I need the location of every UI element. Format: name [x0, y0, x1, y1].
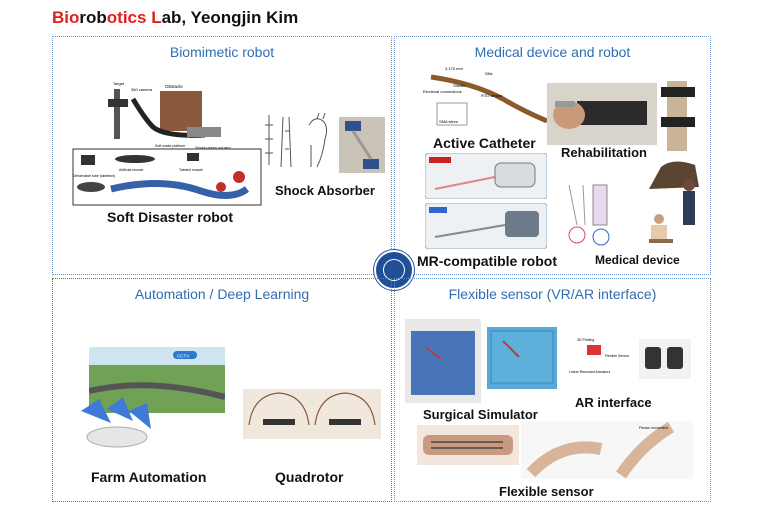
ar-interface-diagram: 3D Printing Flexible Sensor Linear Reson…	[569, 338, 630, 374]
header-l: L	[151, 8, 162, 27]
cat-skeleton-figure	[265, 112, 328, 168]
flexible-sensor-photo	[417, 425, 519, 465]
panel-automation: Automation / Deep Learning CCTV Farm Aut…	[52, 278, 392, 502]
fig-platform-label: Soft snake platform	[155, 144, 185, 148]
farm-automation-image: CCTV	[89, 347, 225, 413]
fig-twisted-label: Twisted muscle	[179, 168, 203, 172]
header-bio: Bio	[52, 8, 80, 27]
label-surgical-simulator: Surgical Simulator	[423, 407, 538, 422]
medical-device-sensors	[568, 184, 610, 246]
panel-flexible: Flexible sensor (VR/AR interface) Surgic…	[394, 278, 711, 502]
finger-flexion-photo: Flexion movement	[521, 421, 693, 479]
header-ab: ab	[161, 8, 182, 27]
gripper-image	[81, 397, 151, 448]
fig-dim-label: 3.175 mm	[445, 66, 463, 71]
fig-electrical-label: Electrical connections	[423, 89, 462, 94]
label-rehabilitation: Rehabilitation	[561, 145, 647, 160]
quadrotor-image	[243, 389, 381, 439]
panel-medical: Medical device and robot 3.175 mm Slits …	[394, 36, 711, 275]
fig-artificial-label: Artificial muscle	[119, 168, 143, 172]
panel-title-automation: Automation / Deep Learning	[134, 286, 310, 302]
fig-target-label: Target	[113, 81, 125, 86]
mr-robot-image-bottom	[425, 203, 547, 249]
medical-device-person	[649, 179, 695, 243]
header-author: , Yeongjin Kim	[181, 8, 299, 27]
mr-robot-image-top	[425, 153, 547, 199]
fig-tendon-label: Tendon driven actuator	[195, 146, 231, 150]
fig-actuators-label: Linear Resonant Actuators	[569, 370, 610, 374]
panel-title-biomimetic: Biomimetic robot	[169, 44, 275, 60]
label-mr-compatible: MR-compatible robot	[417, 253, 557, 269]
label-ar-interface: AR interface	[575, 395, 652, 410]
catheter-diagram: 3.175 mm Slits Electrical connections Sh…	[423, 66, 548, 126]
fig-flexion-label: Flexion movement	[639, 426, 668, 430]
fig-rtd-label: RTD sensor	[481, 93, 503, 98]
fig-cctv-label: CCTV	[177, 354, 189, 359]
ar-hand-photo	[639, 339, 691, 379]
panel-title-flexible: Flexible sensor (VR/AR interface)	[448, 286, 657, 302]
fig-flexsensor-label: Flexible Sensor	[605, 354, 630, 358]
shock-absorber-photo	[339, 117, 385, 173]
snake-robot-figure: Target 360 camera Obstacle Soft snake pl…	[108, 81, 231, 150]
label-shock-absorber: Shock Absorber	[275, 183, 375, 198]
label-flexible-sensor: Flexible sensor	[499, 484, 594, 499]
panel-biomimetic: Biomimetic robot Target 360 camera Obsta…	[52, 36, 392, 275]
label-active-catheter: Active Catheter	[433, 135, 536, 151]
label-soft-disaster: Soft Disaster robot	[107, 209, 234, 225]
header-rob: rob	[79, 8, 107, 27]
fig-sma-label: SMA wires	[439, 119, 458, 124]
fig-obstacle-label: Obstacle	[165, 84, 183, 89]
fig-printing-label: 3D Printing	[577, 338, 594, 342]
surgical-simulator-image	[405, 319, 481, 403]
fig-camera-label: 360 camera	[131, 87, 153, 92]
label-quadrotor: Quadrotor	[275, 469, 344, 485]
soft-disaster-figure: Deformable tube (skeleton) Artificial mu…	[72, 148, 262, 206]
fig-deformable-label: Deformable tube (skeleton)	[73, 174, 115, 178]
label-farm-automation: Farm Automation	[91, 469, 207, 485]
panel-title-medical: Medical device and robot	[474, 44, 631, 60]
header-otics: otics	[106, 8, 152, 27]
label-medical-device: Medical device	[595, 253, 680, 267]
rehabilitation-photo	[547, 83, 657, 145]
fig-sheath-label: Sheath	[453, 83, 466, 88]
page-header: Biorobotics Lab, Yeongjin Kim	[52, 8, 298, 28]
fig-slits-label: Slits	[485, 71, 493, 76]
surgical-heatmap	[487, 327, 557, 389]
